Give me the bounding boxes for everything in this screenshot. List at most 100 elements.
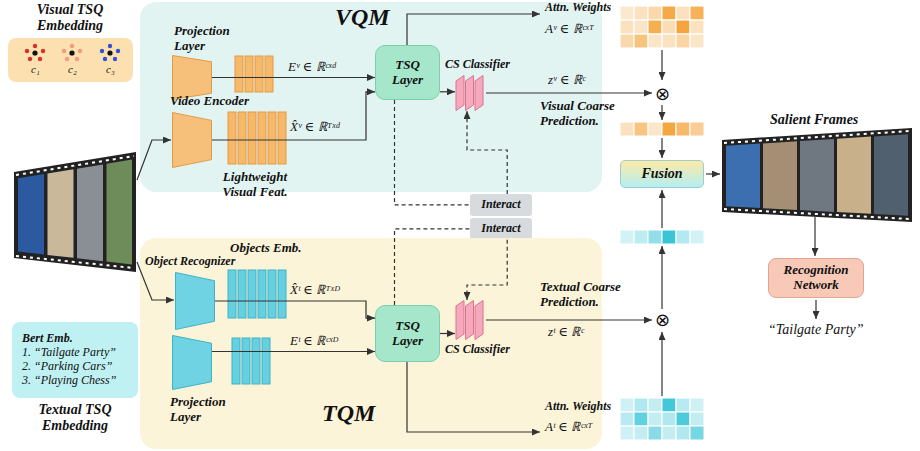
interaction-link bbox=[467, 111, 507, 194]
feature-columns bbox=[262, 338, 270, 384]
attention-grid bbox=[648, 398, 662, 412]
layer-shape bbox=[175, 272, 215, 330]
flow-lines bbox=[486, 319, 652, 320]
flow-arrow bbox=[440, 333, 455, 334]
attention-grid bbox=[620, 398, 634, 412]
attention-grid bbox=[634, 34, 648, 48]
feature-columns bbox=[238, 270, 246, 318]
salient-film bbox=[763, 141, 797, 210]
input-film bbox=[107, 160, 133, 265]
node-heading: Projection Layer bbox=[174, 24, 254, 54]
input-film bbox=[48, 169, 74, 258]
interaction-link bbox=[395, 100, 471, 205]
weight-bar bbox=[676, 230, 690, 244]
attention-grid bbox=[634, 412, 648, 426]
attention-grid bbox=[634, 20, 648, 34]
node-heading: TQM bbox=[322, 400, 375, 428]
salient-film bbox=[722, 128, 912, 222]
label-text: c₁ bbox=[31, 63, 40, 76]
flow-lines bbox=[814, 217, 815, 256]
input-film bbox=[14, 152, 136, 272]
classifier-panel bbox=[466, 301, 474, 340]
attention-grid bbox=[662, 398, 676, 412]
feature-columns bbox=[278, 112, 286, 164]
node-text: Interact bbox=[481, 198, 520, 212]
flow-lines bbox=[137, 262, 174, 300]
cluster-dots bbox=[65, 57, 69, 61]
trapezoid bbox=[173, 56, 212, 100]
feature-columns bbox=[255, 56, 263, 92]
feature-columns bbox=[232, 338, 240, 384]
attention-grid bbox=[676, 412, 690, 426]
flow-lines bbox=[661, 332, 662, 396]
cluster-dots bbox=[100, 49, 104, 53]
flow-lines bbox=[661, 246, 662, 309]
weight-bar bbox=[690, 230, 704, 244]
process-box: TSQ Layer bbox=[375, 45, 440, 100]
input-film bbox=[16, 156, 134, 175]
projection-layer: Projection Layer bbox=[172, 335, 212, 390]
salient-film bbox=[837, 137, 871, 214]
node-heading: CS Classifier bbox=[445, 58, 510, 72]
classifier-shape bbox=[455, 300, 485, 340]
attention-grid bbox=[634, 426, 648, 440]
attention-grid bbox=[620, 34, 634, 48]
node-heading: Visual TSQ Embedding bbox=[10, 2, 130, 34]
classifier-panel bbox=[475, 301, 483, 340]
cluster-dots bbox=[116, 49, 120, 53]
flow-lines bbox=[815, 300, 816, 319]
feature-columns bbox=[248, 270, 256, 318]
attention-grid bbox=[648, 6, 662, 20]
attention-grid bbox=[662, 426, 676, 440]
label-text: zᵛ ∈ ℝᶜ bbox=[548, 73, 585, 88]
flow-arrow bbox=[212, 77, 375, 78]
cluster-dots bbox=[41, 49, 45, 53]
feature-columns bbox=[268, 112, 276, 164]
weight-bar bbox=[620, 122, 634, 136]
attention-grid bbox=[676, 426, 690, 440]
attention-grid bbox=[662, 34, 676, 48]
label-text: Lightweight Visual Feat. bbox=[205, 170, 305, 200]
feature-columns bbox=[265, 56, 273, 92]
weight-bar bbox=[634, 230, 648, 244]
fusion-box: Fusion bbox=[620, 160, 704, 188]
weight-bar bbox=[648, 230, 662, 244]
node-text: Bert Emb. bbox=[22, 332, 73, 346]
classifier: CS Classifier bbox=[455, 300, 485, 340]
label-text: Salient Frames bbox=[770, 112, 858, 128]
layer-shape bbox=[172, 335, 212, 390]
attention-grid bbox=[676, 398, 690, 412]
trapezoid bbox=[173, 336, 212, 390]
process-box: TSQ Layer bbox=[375, 305, 440, 362]
salient-film bbox=[874, 134, 908, 216]
cluster-dots bbox=[78, 49, 82, 53]
node-heading: CS Classifier bbox=[445, 343, 510, 357]
label-text: Textual Coarse Prediction. bbox=[540, 280, 635, 310]
cluster-dots bbox=[70, 44, 74, 48]
node-text: 1. “Tailgate Party” bbox=[22, 346, 116, 360]
attention-grid bbox=[690, 426, 704, 440]
label-text: ⊗ bbox=[655, 85, 670, 103]
cluster-dots bbox=[25, 49, 29, 53]
node-text: Recognition Network bbox=[775, 263, 857, 293]
weight-bar bbox=[662, 230, 676, 244]
node-heading: Video Encoder bbox=[170, 94, 249, 109]
cluster-dots bbox=[38, 57, 42, 61]
weight-bar bbox=[648, 122, 662, 136]
attention-grid bbox=[676, 34, 690, 48]
salient-film bbox=[800, 139, 834, 212]
attention-grid bbox=[690, 6, 704, 20]
label-text: c₂ bbox=[68, 63, 77, 76]
attention-grid bbox=[690, 412, 704, 426]
feature-columns bbox=[258, 270, 266, 318]
flow-arrow bbox=[440, 91, 455, 92]
flow-lines bbox=[407, 14, 540, 45]
flow-lines bbox=[661, 105, 662, 120]
attention-grid bbox=[690, 20, 704, 34]
attention-grid bbox=[662, 6, 676, 20]
salient-film bbox=[722, 128, 912, 222]
cluster-dots bbox=[28, 57, 32, 61]
salient-film bbox=[726, 144, 760, 208]
weight-bar bbox=[634, 122, 648, 136]
